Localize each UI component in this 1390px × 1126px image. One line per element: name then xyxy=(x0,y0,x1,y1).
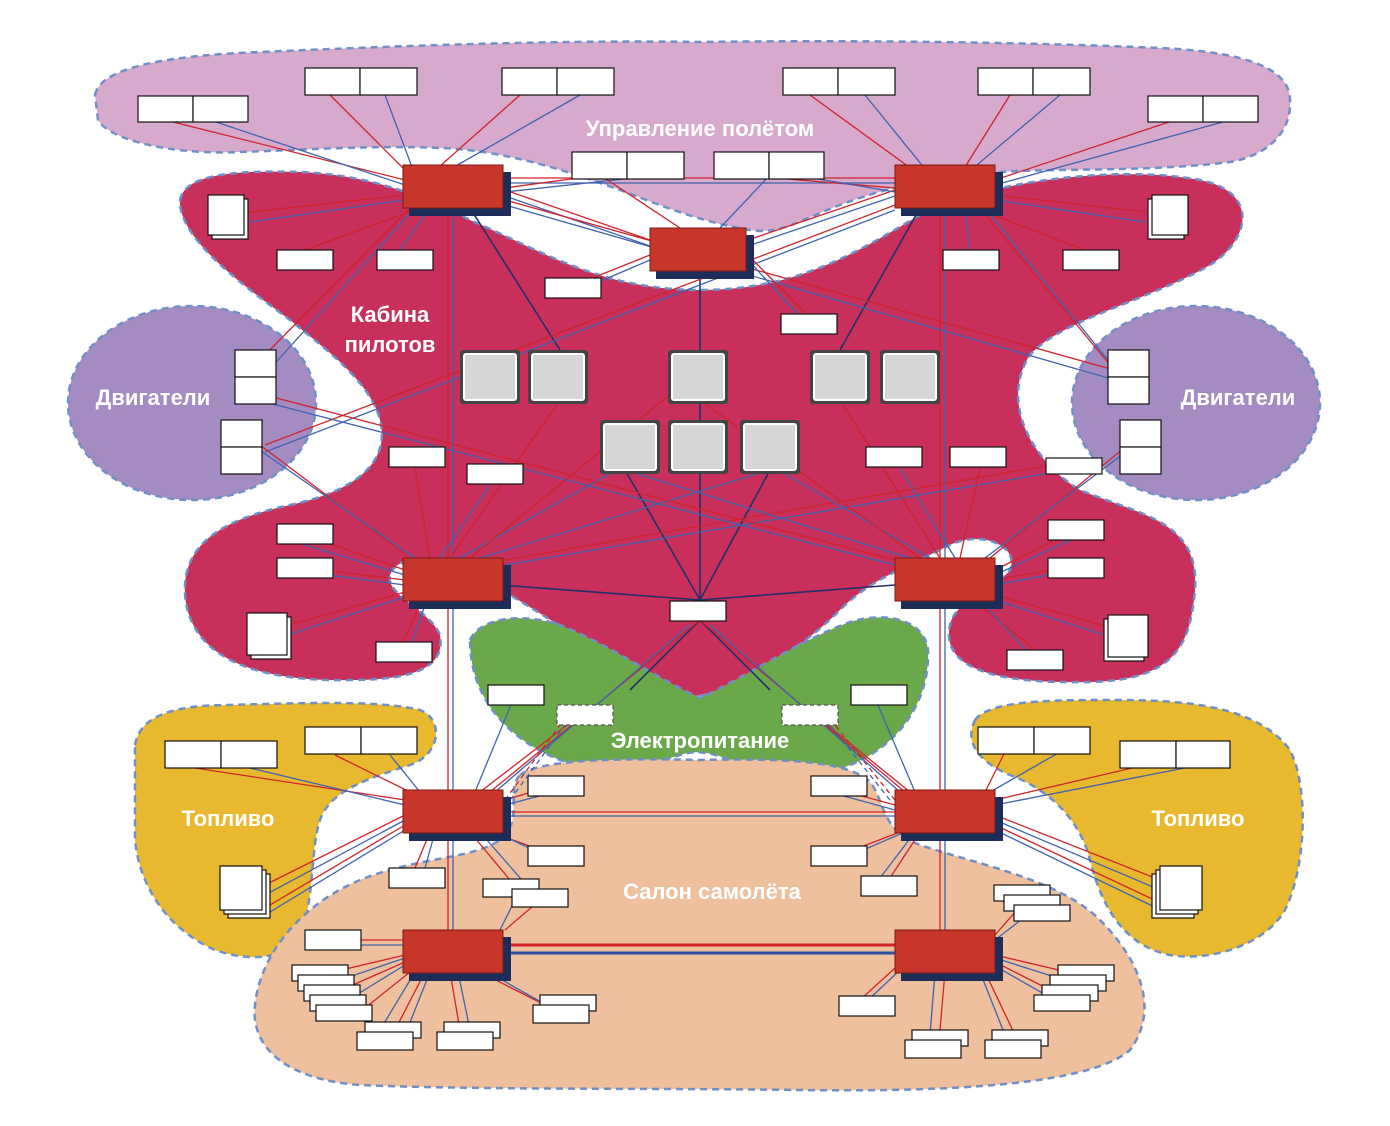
device-engine-left-1 xyxy=(234,349,277,405)
device-pair-fc-7 xyxy=(977,67,1091,96)
device-cockpit-9 xyxy=(865,446,923,468)
fan-mid-right xyxy=(264,394,1141,656)
label-cockpit-line2: пилотов xyxy=(345,332,436,357)
device-cockpit-15 xyxy=(1047,557,1105,579)
display-panels xyxy=(460,350,940,474)
switch-top-left xyxy=(402,164,511,216)
device-pair-fc-1 xyxy=(137,95,249,123)
device-cockpit-2 xyxy=(376,249,434,271)
switch-bottom-left xyxy=(402,929,511,981)
device-pair-fc-6 xyxy=(782,67,896,96)
device-cabin-4 xyxy=(810,775,868,797)
device-cockpit-13 xyxy=(375,641,433,663)
fan-top-left xyxy=(164,94,1151,391)
device-stack-cabin-br-1 xyxy=(1033,964,1115,1012)
label-engines-left: Двигатели xyxy=(96,385,211,410)
device-cabin-7 xyxy=(304,929,362,951)
device-cockpit-3 xyxy=(544,277,602,299)
label-engines-right: Двигатели xyxy=(1181,385,1296,410)
switch-lower-right xyxy=(894,789,1003,841)
network-switches xyxy=(402,164,1003,981)
device-power-2 xyxy=(850,684,908,706)
zones xyxy=(66,40,1322,1092)
device-power-backup-1 xyxy=(556,704,614,726)
device-cockpit-14 xyxy=(1047,519,1105,541)
device-stack-cabin-bl-2 xyxy=(356,1021,422,1051)
device-cockpit-16 xyxy=(1006,649,1064,671)
label-cockpit-line1: Кабина xyxy=(351,302,430,327)
device-cockpit-6 xyxy=(1062,249,1120,271)
device-stack-cockpit-bl xyxy=(246,612,292,660)
switch-top-center xyxy=(649,227,754,279)
device-power-1 xyxy=(487,684,545,706)
zone-cabin xyxy=(253,758,1146,1092)
device-cabin-2 xyxy=(527,845,585,867)
display-panel-5 xyxy=(880,350,940,404)
display-panel-3 xyxy=(668,350,728,404)
device-cockpit-17 xyxy=(1045,457,1103,475)
zone-power xyxy=(468,616,930,777)
device-stack-cabin-bl-4 xyxy=(532,994,597,1024)
display-panel-2 xyxy=(528,350,588,404)
switch-mid-left xyxy=(402,557,511,609)
device-pair-fuel-right-2 xyxy=(1119,740,1231,769)
device-stack-fuel-left xyxy=(219,865,271,919)
device-pair-fuel-right-1 xyxy=(977,726,1091,755)
label-power: Электропитание xyxy=(611,728,790,753)
device-stack-cabin-bl-3 xyxy=(436,1021,501,1051)
devices xyxy=(137,67,1259,1059)
display-panel-6 xyxy=(600,420,660,474)
device-cabin-3 xyxy=(388,867,446,889)
device-stack-cabin-bl-1 xyxy=(291,964,373,1022)
zone-labels: Управление полётом Кабина пилотов Двигат… xyxy=(96,116,1296,904)
device-pair-fc-4 xyxy=(571,151,685,180)
switch-top-right xyxy=(894,164,1003,216)
switch-lower-left xyxy=(402,789,511,841)
device-engine-left-2 xyxy=(220,419,263,475)
switch-mid-right xyxy=(894,557,1003,609)
device-stack-cockpit-br xyxy=(1103,614,1149,662)
device-central-hub xyxy=(669,600,727,622)
device-pair-fuel-left-2 xyxy=(304,726,418,755)
display-panel-7 xyxy=(668,420,728,474)
device-pair-fc-2 xyxy=(304,67,418,96)
device-cockpit-1 xyxy=(276,249,334,271)
label-fuel-left: Топливо xyxy=(182,806,275,831)
device-stack-cockpit-tr xyxy=(1147,194,1189,240)
device-cabin-1 xyxy=(527,775,585,797)
switch-bottom-right xyxy=(894,929,1003,981)
device-stack-cabin-br-3 xyxy=(984,1029,1049,1059)
device-pair-fc-3 xyxy=(501,67,615,96)
device-cabin-8 xyxy=(838,995,896,1017)
device-stack-fuel-right xyxy=(1151,865,1203,919)
fan-lower-right xyxy=(699,619,1201,913)
device-cockpit-8 xyxy=(466,463,524,485)
device-cabin-5 xyxy=(810,845,868,867)
device-cockpit-4 xyxy=(780,313,838,335)
device-stack-cockpit-tl xyxy=(207,194,249,240)
device-stack-cabin-tr xyxy=(993,884,1071,922)
display-panel-1 xyxy=(460,350,520,404)
device-cockpit-10 xyxy=(949,446,1007,468)
device-pair-fuel-left-1 xyxy=(164,740,278,769)
device-cabin-6 xyxy=(860,875,918,897)
device-cockpit-5 xyxy=(942,249,1000,271)
device-engine-right-2 xyxy=(1119,419,1162,475)
label-fuel-right: Топливо xyxy=(1152,806,1245,831)
label-flight-control: Управление полётом xyxy=(586,116,814,141)
device-cockpit-11 xyxy=(276,523,334,545)
label-cabin: Салон самолёта xyxy=(623,879,802,904)
device-stack-cabin-center-left xyxy=(482,878,569,908)
device-pair-fc-5 xyxy=(713,151,825,180)
device-stack-cabin-br-2 xyxy=(904,1029,969,1059)
device-cockpit-7 xyxy=(388,446,446,468)
device-cockpit-12 xyxy=(276,557,334,579)
device-engine-right-1 xyxy=(1107,349,1150,405)
display-panel-4 xyxy=(810,350,870,404)
device-power-backup-2 xyxy=(781,704,839,726)
display-panel-8 xyxy=(740,420,800,474)
device-pair-fc-8 xyxy=(1147,95,1259,123)
